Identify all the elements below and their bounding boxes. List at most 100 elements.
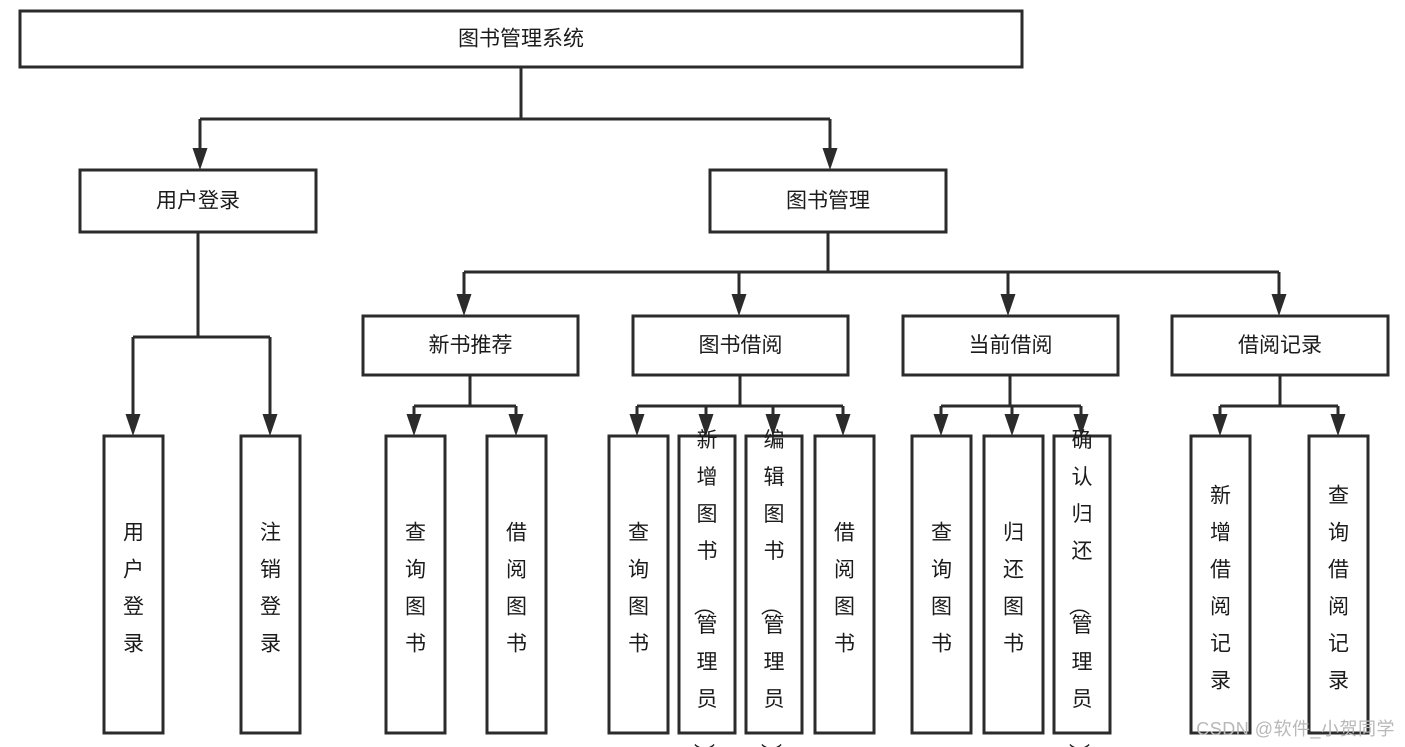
node-box-borrow-record[interactable] <box>1170 314 1390 377</box>
node-box-leaf-add-record[interactable] <box>1189 434 1252 735</box>
connector-nb-to-borrow-book <box>508 406 524 436</box>
node-leaf-edit-book[interactable]: 编辑图书（管理员） <box>744 429 804 747</box>
node-leaf-borrow-book-1[interactable]: 借阅图书 <box>485 434 548 735</box>
arrow-head-icon <box>1212 414 1228 436</box>
connector-user-login-to-leaf-logout <box>262 337 278 436</box>
node-borrow-record[interactable]: 借阅记录 <box>1170 314 1390 377</box>
node-label-book-borrow: 图书借阅 <box>699 334 783 357</box>
arrow-head-icon <box>1330 414 1346 436</box>
node-layer: 图书管理系统用户登录图书管理新书推荐图书借阅当前借阅借阅记录用户登录注销登录查询… <box>18 9 1390 747</box>
arrow-head-icon <box>629 414 645 436</box>
node-box-leaf-query-book-1[interactable] <box>384 434 447 735</box>
connector-bb-to-borrow-book <box>835 406 851 436</box>
connector-user-login-to-leaf-user-login <box>125 337 141 436</box>
node-label-current-borrow: 当前借阅 <box>969 334 1053 357</box>
node-box-leaf-query-book-3[interactable] <box>910 434 973 735</box>
node-leaf-confirm-return[interactable]: 确认归还（管理员） <box>1052 429 1112 747</box>
arrow-head-icon <box>456 294 472 316</box>
node-box-leaf-return-book[interactable] <box>982 434 1045 735</box>
arrow-head-icon <box>731 294 747 316</box>
node-label-leaf-return-book: 归还图书 <box>1003 521 1024 655</box>
node-label-leaf-query-book-3: 查询图书 <box>931 521 952 655</box>
node-leaf-query-book-2[interactable]: 查询图书 <box>607 434 670 735</box>
node-box-new-book-recommend[interactable] <box>361 314 580 377</box>
connector-bm-to-new-book-recommend <box>456 272 472 316</box>
node-box-root[interactable] <box>18 9 1024 69</box>
node-box-leaf-user-login[interactable] <box>102 434 165 735</box>
arrow-head-icon <box>406 414 422 436</box>
connector-bb-to-add-book <box>698 406 714 436</box>
node-leaf-query-book-3[interactable]: 查询图书 <box>910 434 973 735</box>
node-box-leaf-borrow-book-1[interactable] <box>485 434 548 735</box>
connector-cb-to-confirm-return <box>1073 406 1089 436</box>
connector-nb-to-query-book <box>406 406 422 436</box>
arrow-head-icon <box>835 414 851 436</box>
node-root[interactable]: 图书管理系统 <box>18 9 1024 69</box>
node-label-leaf-query-book-1: 查询图书 <box>405 521 426 655</box>
node-book-borrow[interactable]: 图书借阅 <box>631 314 850 377</box>
connector-root-to-user-login <box>192 119 208 170</box>
arrow-head-icon <box>765 414 781 436</box>
node-label-leaf-query-book-2: 查询图书 <box>628 521 649 655</box>
node-label-leaf-query-record: 查询借阅记录 <box>1328 484 1349 692</box>
node-box-leaf-borrow-book-2[interactable] <box>813 434 876 735</box>
node-box-user-login[interactable] <box>78 168 318 234</box>
connector-bm-to-book-borrow <box>731 272 747 316</box>
connector-br-to-query-record <box>1330 406 1346 436</box>
node-label-leaf-confirm-return: 确认归还（管理员） <box>1067 429 1093 747</box>
connector-bb-to-query-book <box>629 406 645 436</box>
node-label-user-login: 用户登录 <box>156 190 240 213</box>
arrow-head-icon <box>1271 294 1287 316</box>
node-box-book-borrow[interactable] <box>631 314 850 377</box>
node-label-leaf-edit-book: 编辑图书（管理员） <box>759 429 785 747</box>
arrow-head-icon <box>933 414 949 436</box>
node-box-current-borrow[interactable] <box>901 314 1120 377</box>
node-leaf-query-record[interactable]: 查询借阅记录 <box>1307 434 1370 735</box>
connector-cb-to-return-book <box>1004 406 1020 436</box>
node-leaf-query-book-1[interactable]: 查询图书 <box>384 434 447 735</box>
node-leaf-user-login[interactable]: 用户登录 <box>102 434 165 735</box>
node-box-leaf-add-book[interactable] <box>677 434 737 735</box>
connector-br-to-add-record <box>1212 406 1228 436</box>
arrow-head-icon <box>1000 294 1016 316</box>
connector-layer <box>125 67 1346 436</box>
node-label-borrow-record: 借阅记录 <box>1238 334 1322 357</box>
arrow-head-icon <box>125 414 141 436</box>
node-current-borrow[interactable]: 当前借阅 <box>901 314 1120 377</box>
connector-bb-to-edit-book <box>765 406 781 436</box>
arrow-head-icon <box>1004 414 1020 436</box>
node-leaf-return-book[interactable]: 归还图书 <box>982 434 1045 735</box>
node-label-leaf-user-login: 用户登录 <box>123 521 144 655</box>
node-label-root: 图书管理系统 <box>458 28 584 51</box>
node-leaf-borrow-book-2[interactable]: 借阅图书 <box>813 434 876 735</box>
arrow-head-icon <box>1073 414 1089 436</box>
connector-bm-to-borrow-record <box>1271 272 1287 316</box>
node-leaf-add-book[interactable]: 新增图书（管理员） <box>677 429 737 747</box>
connector-root-to-book-management <box>822 119 838 170</box>
node-label-leaf-logout: 注销登录 <box>260 521 281 655</box>
node-box-leaf-query-record[interactable] <box>1307 434 1370 735</box>
node-label-book-management: 图书管理 <box>786 190 870 213</box>
node-label-new-book-recommend: 新书推荐 <box>429 334 513 357</box>
arrow-head-icon <box>508 414 524 436</box>
arrow-head-icon <box>822 148 838 170</box>
node-label-leaf-borrow-book-2: 借阅图书 <box>834 521 855 655</box>
node-label-leaf-add-book: 新增图书（管理员） <box>692 429 718 747</box>
node-leaf-add-record[interactable]: 新增借阅记录 <box>1189 434 1252 735</box>
arrow-head-icon <box>192 148 208 170</box>
connector-cb-to-query-book <box>933 406 949 436</box>
node-box-book-management[interactable] <box>708 168 948 234</box>
arrow-head-icon <box>698 414 714 436</box>
node-label-leaf-borrow-book-1: 借阅图书 <box>506 521 527 655</box>
arrow-head-icon <box>262 414 278 436</box>
node-box-leaf-confirm-return[interactable] <box>1052 434 1112 735</box>
node-new-book-recommend[interactable]: 新书推荐 <box>361 314 580 377</box>
node-user-login[interactable]: 用户登录 <box>78 168 318 234</box>
node-leaf-logout[interactable]: 注销登录 <box>239 434 302 735</box>
node-book-management[interactable]: 图书管理 <box>708 168 948 234</box>
node-box-leaf-edit-book[interactable] <box>744 434 804 735</box>
node-box-leaf-logout[interactable] <box>239 434 302 735</box>
node-box-leaf-query-book-2[interactable] <box>607 434 670 735</box>
